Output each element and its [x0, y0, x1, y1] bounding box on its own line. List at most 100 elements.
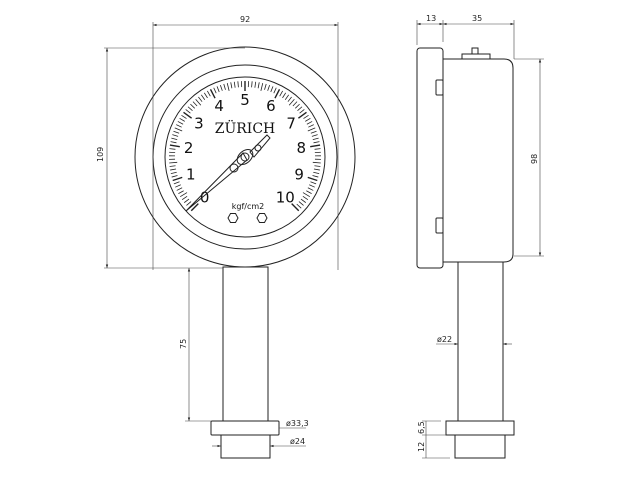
dial-tick [310, 144, 321, 148]
dial-tick [226, 83, 230, 91]
dial-tick [308, 124, 314, 128]
side-thread [454, 434, 506, 459]
dial-tick [305, 117, 311, 122]
dial-tick [230, 82, 233, 89]
dial-tick [299, 109, 305, 114]
dial-tick [216, 86, 220, 93]
dial-tick [198, 96, 203, 102]
dial-tick [171, 137, 178, 140]
dial-tick [264, 83, 267, 90]
dial-tick [169, 148, 176, 150]
dial-tick [294, 103, 300, 109]
dial-tick [298, 201, 304, 206]
side-bezel [416, 47, 444, 269]
top-fitting [461, 53, 491, 60]
dial-tick [220, 84, 223, 91]
dial-tick [314, 165, 321, 167]
dial-tick [174, 127, 183, 132]
dim-overall-height: 109 [96, 147, 105, 162]
needle [185, 134, 271, 212]
dial-tick [186, 201, 192, 206]
dial-face-circle [164, 76, 326, 238]
dial-tick [206, 90, 211, 97]
dial-tick [312, 175, 319, 178]
hex-bolt-left [227, 213, 239, 223]
dial-tick [176, 187, 183, 191]
dim-body-height: 98 [530, 154, 539, 164]
side-tab-top [435, 79, 444, 96]
dial-tick [237, 81, 239, 88]
dial-ticks [169, 81, 321, 212]
dim-flange-diameter: ø33,3 [286, 419, 309, 428]
dial-tick [172, 176, 183, 182]
dim-thread-length: 12 [417, 442, 426, 452]
dial-tick [169, 161, 178, 164]
dial-tick [274, 88, 281, 99]
dim-body-depth: 35 [472, 14, 482, 23]
dial-tick [179, 192, 188, 198]
dial-label: 9 [294, 166, 304, 184]
dial-label: 2 [184, 139, 194, 157]
dial-tick [300, 198, 307, 203]
dial-tick [171, 175, 178, 178]
unit-label: kgf/cm2 [232, 202, 265, 211]
dial-tick [257, 82, 260, 89]
dial-tick [176, 124, 182, 128]
dim-flange-thickness: 6,5 [417, 421, 426, 434]
dial-tick [177, 121, 184, 125]
side-dimensions: 13 35 98 ø22 6,5 12 [416, 14, 544, 459]
dial-tick [172, 134, 179, 137]
dial-tick [223, 83, 226, 90]
dial-tick [267, 84, 270, 91]
side-tab-bottom [435, 217, 444, 234]
dial-tick [183, 111, 193, 119]
dial-tick [287, 96, 292, 102]
dial-tick [200, 94, 206, 100]
dial-tick [282, 92, 287, 99]
dial-tick [175, 184, 181, 188]
dial-tick [312, 161, 321, 164]
dial-tick [169, 165, 176, 167]
dial-tick [303, 114, 309, 119]
dial-tick [233, 81, 236, 88]
dial-tick [209, 88, 216, 99]
dial-tick [213, 87, 217, 94]
dial-tick [296, 203, 302, 209]
dial-tick [169, 144, 180, 148]
dial-tick [310, 130, 317, 134]
dial-tick [310, 181, 317, 185]
stem [222, 266, 269, 422]
dial-tick [306, 190, 312, 194]
dial-tick [279, 90, 284, 97]
dial-tick [170, 141, 177, 144]
dial-tick [260, 83, 264, 91]
dial-label: 1 [186, 166, 196, 184]
dial-tick [297, 106, 303, 112]
dial-tick [173, 130, 180, 134]
dial-tick [179, 117, 185, 122]
dial-tick [254, 81, 257, 88]
dial-tick [313, 171, 320, 174]
dial-tick [195, 98, 202, 106]
dial-tick [192, 101, 198, 107]
dial-tick [307, 176, 318, 182]
dial-tick [311, 134, 318, 137]
side-stem [457, 261, 504, 422]
dim-bezel-width: 92 [240, 15, 250, 24]
dial-label: 3 [194, 114, 204, 132]
dial-tick [284, 94, 290, 100]
dial-tick [288, 98, 295, 106]
dial-tick [312, 137, 319, 140]
dial-tick [302, 196, 309, 201]
dim-stem-length: 75 [179, 339, 188, 349]
dial-tick [251, 81, 253, 88]
dial-tick [302, 192, 311, 198]
brand-label: ZÜRICH [215, 119, 276, 137]
dial-tick [307, 127, 316, 132]
dial-tick [178, 190, 184, 194]
dial-tick [314, 148, 321, 150]
side-flange [445, 420, 515, 436]
dial-label: 6 [266, 97, 276, 115]
dial-tick [203, 92, 208, 99]
